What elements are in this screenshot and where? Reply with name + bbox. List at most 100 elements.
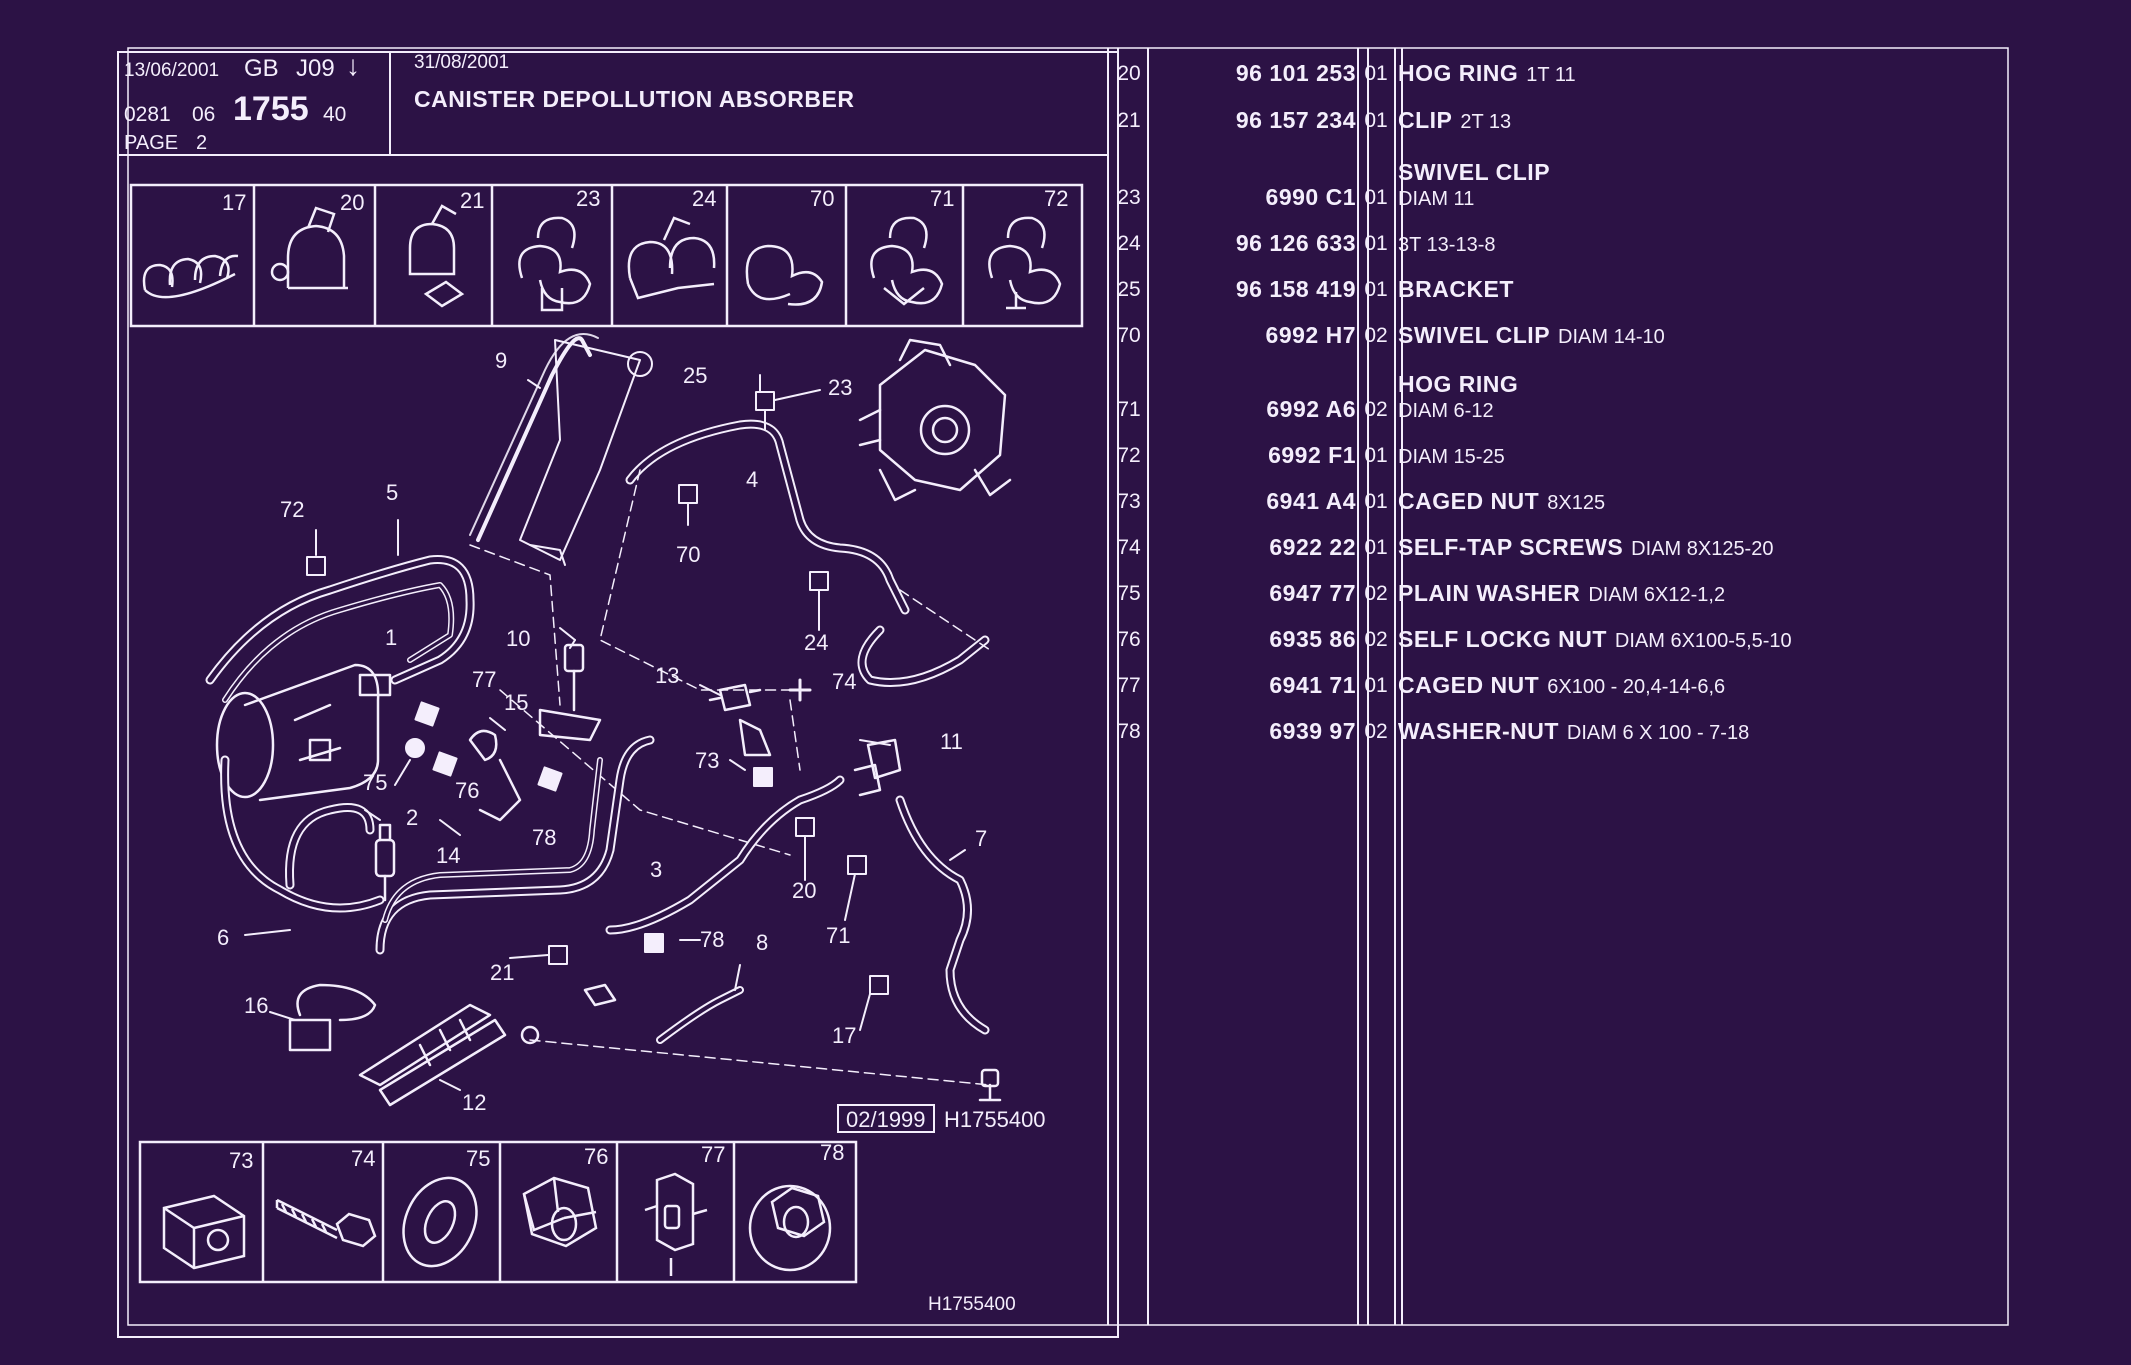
part-quantity: 02 xyxy=(1364,582,1388,605)
part-name: CLIP xyxy=(1398,107,1453,133)
thumbnail-strip-top: 17 20 21 23 24 70 71 72 xyxy=(129,183,1084,328)
part-reference: 6992 A6 xyxy=(1266,396,1356,422)
part-quantity: 01 xyxy=(1364,232,1388,255)
part-reference: 6992 F1 xyxy=(1268,442,1356,468)
callout-label: 71 xyxy=(826,923,850,948)
part-reference: 6922 22 xyxy=(1269,534,1356,560)
washer-nut-icon xyxy=(748,1184,832,1272)
drawing-id: H1755400 xyxy=(944,1107,1046,1132)
thumbnail-label-bottom: 76 xyxy=(584,1144,608,1169)
part-reference: 96 126 633 xyxy=(1235,230,1356,256)
callout-label: 6 xyxy=(217,925,229,950)
part-quantity: 02 xyxy=(1364,628,1388,651)
part-description: DIAM 6-12 xyxy=(1398,396,1494,423)
table-row: 25 96 158 419 01 BRACKET xyxy=(0,268,2131,314)
part-name: SWIVEL CLIP xyxy=(1398,322,1551,348)
part-description: 3T 13-13-8 xyxy=(1398,230,1495,257)
callout-label: 14 xyxy=(436,843,460,868)
hog-ring-icon xyxy=(142,254,239,299)
callout-label: 7 xyxy=(975,826,987,851)
part-quantity: 01 xyxy=(1364,62,1388,85)
callout-labels: 9 25 23 72 5 4 70 1 10 24 77 15 13 74 75… xyxy=(217,348,987,1115)
callout-label: 75 xyxy=(363,770,387,795)
callout-label: 25 xyxy=(683,363,707,388)
thumbnail-label-bottom: 75 xyxy=(466,1146,490,1171)
callout-label: 10 xyxy=(506,626,530,651)
header-date-left: 13/06/2001 xyxy=(124,60,220,81)
part-spec: 2T 13 xyxy=(1460,111,1512,133)
header-code: J09 xyxy=(296,55,335,82)
callout-label: 11 xyxy=(940,729,963,754)
part-position: 77 xyxy=(1117,674,1141,697)
part-position: 20 xyxy=(1117,62,1141,85)
callout-label: 78 xyxy=(700,927,724,952)
lock-nut-icon xyxy=(522,1176,598,1248)
part-position: 72 xyxy=(1117,444,1141,467)
clip-icon xyxy=(408,204,465,308)
part-name: SELF-TAP SCREWS xyxy=(1398,534,1624,560)
clip-icon xyxy=(270,206,348,290)
clip-icon xyxy=(627,216,716,300)
part-spec: DIAM 6 X 100 - 7-18 xyxy=(1566,722,1750,744)
part-name: WASHER-NUT xyxy=(1398,718,1559,744)
swivel-clip-icon xyxy=(745,244,824,306)
callout-label: 2 xyxy=(406,805,418,830)
callout-label: 24 xyxy=(804,630,828,655)
swivel-clip-icon xyxy=(518,216,592,312)
table-row: 24 96 126 633 01 3T 13-13-8 xyxy=(0,222,2131,268)
part-group-heading: HOG RING xyxy=(1398,371,1519,397)
part-quantity: 01 xyxy=(1364,536,1388,559)
thumbnail-label-bottom: 73 xyxy=(229,1148,253,1173)
callout-label: 20 xyxy=(792,878,816,903)
hose-assembly-drawing xyxy=(205,333,1012,1107)
part-reference: 6992 H7 xyxy=(1265,322,1356,348)
part-name: HOG RING xyxy=(1398,60,1519,86)
callout-label: 12 xyxy=(462,1090,486,1115)
part-name: CAGED NUT xyxy=(1398,488,1540,514)
callout-label: 17 xyxy=(832,1023,856,1048)
part-description: CLIP 2T 13 xyxy=(1398,107,1511,134)
callout-label: 4 xyxy=(746,467,758,492)
header-ref-prefix: 0281 xyxy=(124,103,171,126)
callout-label: 15 xyxy=(504,690,528,715)
hog-ring-icon xyxy=(988,216,1062,310)
header-date-right: 31/08/2001 xyxy=(414,52,510,73)
thumbnail-label-top: 71 xyxy=(930,186,954,211)
part-reference: 6941 A4 xyxy=(1266,488,1356,514)
callout-label: 5 xyxy=(386,480,398,505)
thumbnail-label-top: 17 xyxy=(222,190,246,215)
part-position: 70 xyxy=(1117,324,1141,347)
part-description: WASHER-NUT DIAM 6 X 100 - 7-18 xyxy=(1398,718,1749,745)
part-quantity: 01 xyxy=(1364,186,1388,209)
part-name: SELF LOCKG NUT xyxy=(1398,626,1607,652)
part-position: 24 xyxy=(1117,232,1141,255)
header-ref-group: 06 xyxy=(192,103,216,126)
caged-nut-icon xyxy=(162,1194,246,1270)
part-reference: 6935 86 xyxy=(1269,626,1356,652)
callout-label: 70 xyxy=(676,542,700,567)
part-quantity: 02 xyxy=(1364,398,1388,421)
thumbnail-strip-bottom: 73 74 75 76 77 78 xyxy=(138,1140,858,1284)
part-reference: 6939 97 xyxy=(1269,718,1356,744)
part-name: CAGED NUT xyxy=(1398,672,1540,698)
thumbnail-label-bottom: 74 xyxy=(351,1146,375,1171)
part-position: 25 xyxy=(1117,278,1141,301)
caged-nut-icon xyxy=(644,1172,708,1276)
callout-label: 9 xyxy=(495,348,507,373)
drawing-reference: 02/1999 H1755400 xyxy=(837,1104,1046,1133)
thumbnail-label-bottom: 77 xyxy=(701,1142,725,1167)
header-ref-suffix: 40 xyxy=(323,103,347,126)
callout-label: 16 xyxy=(244,993,268,1018)
part-spec: DIAM 14-10 xyxy=(1558,326,1665,348)
part-reference: 96 101 253 xyxy=(1235,60,1356,86)
part-position: 78 xyxy=(1117,720,1141,743)
thumbnail-label-top: 72 xyxy=(1044,186,1068,211)
part-reference: 6990 C1 xyxy=(1265,184,1356,210)
part-position: 73 xyxy=(1117,490,1141,513)
